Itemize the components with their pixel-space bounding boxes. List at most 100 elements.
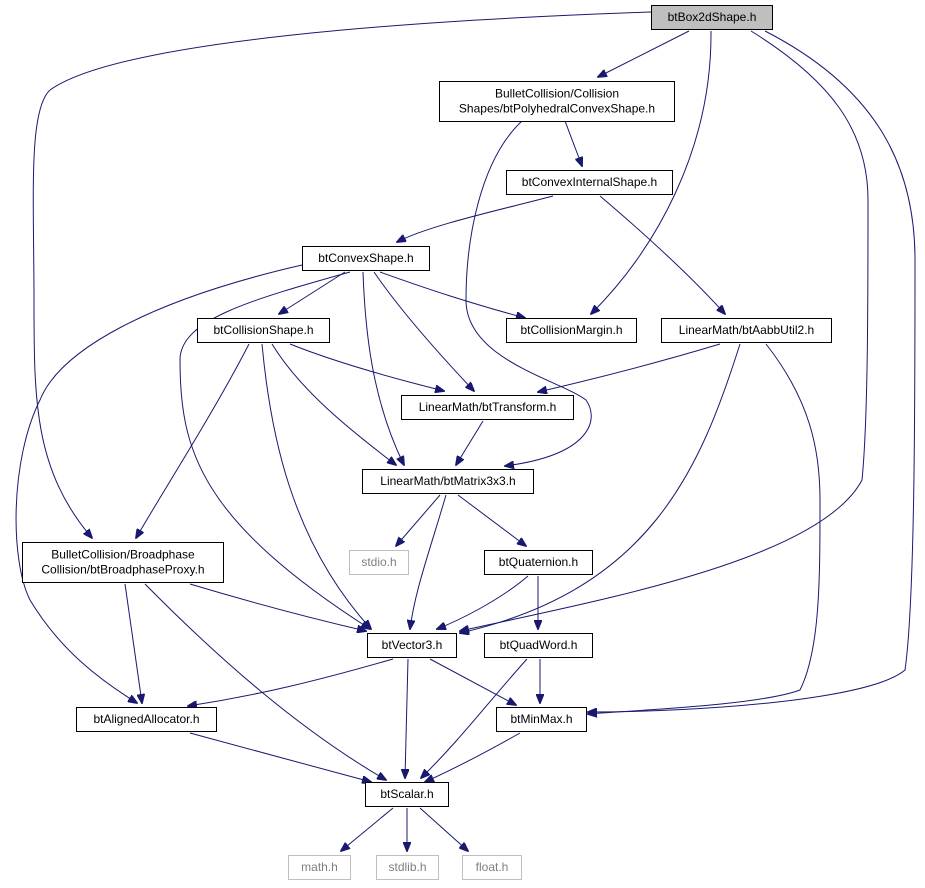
edge-quadword-to-scalar xyxy=(421,658,528,778)
node-margin-box xyxy=(506,318,637,343)
edge-transform-to-matrix xyxy=(456,420,484,465)
edge-convint-to-aabb xyxy=(599,195,725,314)
edge-convex-to-matrix xyxy=(362,271,404,465)
edge-vector-to-minmax xyxy=(429,658,516,705)
node-stdio: stdio.h xyxy=(349,550,409,575)
node-float: float.h xyxy=(462,855,522,880)
node-convint[interactable]: btConvexInternalShape.h xyxy=(506,170,673,195)
edge-collshape-to-transform xyxy=(289,343,444,391)
edge-collshape-to-matrix xyxy=(271,343,396,465)
edge-convex-to-vector xyxy=(179,271,370,629)
node-collshape-label: btCollisionShape.h xyxy=(213,323,313,337)
edge-quat-to-vector xyxy=(437,575,529,629)
node-proxy-label: Collision/btBroadphaseProxy.h xyxy=(41,563,204,577)
node-transform[interactable]: LinearMath/btTransform.h xyxy=(401,395,574,420)
node-root: btBox2dShape.h xyxy=(651,5,773,30)
node-scalar[interactable]: btScalar.h xyxy=(365,782,449,807)
node-vector[interactable]: btVector3.h xyxy=(367,633,457,658)
node-poly[interactable]: BulletCollision/CollisionShapes/btPolyhe… xyxy=(439,81,675,122)
node-matrix-box xyxy=(362,469,534,494)
node-math: math.h xyxy=(288,855,351,880)
node-stdio-label: stdio.h xyxy=(361,555,396,569)
node-poly-box xyxy=(439,81,675,122)
node-poly-label: Shapes/btPolyhedralConvexShape.h xyxy=(459,102,655,116)
node-transform-box xyxy=(401,395,574,420)
node-poly-label: BulletCollision/Collision xyxy=(495,87,619,101)
edge-matrix-to-quat xyxy=(457,494,526,546)
node-root-box xyxy=(651,5,773,30)
node-stdio-box xyxy=(349,550,409,575)
node-math-box xyxy=(288,855,351,880)
edge-scalar-to-math xyxy=(341,807,394,851)
edge-proxy-to-vector xyxy=(189,583,366,631)
node-margin-label: btCollisionMargin.h xyxy=(520,323,622,337)
node-aabb[interactable]: LinearMath/btAabbUtil2.h xyxy=(661,318,832,343)
node-proxy-box xyxy=(22,542,224,583)
node-quadword-label: btQuadWord.h xyxy=(500,638,578,652)
node-scalar-label: btScalar.h xyxy=(380,787,433,801)
edge-poly-to-matrix xyxy=(465,120,592,466)
node-quadword[interactable]: btQuadWord.h xyxy=(484,633,593,658)
node-float-box xyxy=(462,855,522,880)
edge-scalar-to-float xyxy=(419,807,468,851)
node-quadword-box xyxy=(484,633,593,658)
edge-root-to-minmax xyxy=(588,30,916,712)
node-vector-box xyxy=(367,633,457,658)
node-vector-label: btVector3.h xyxy=(382,638,443,652)
dependency-edges xyxy=(15,11,916,851)
node-aabb-box xyxy=(661,318,832,343)
node-aligned-box xyxy=(76,707,217,732)
node-quat-label: btQuaternion.h xyxy=(499,555,578,569)
node-stdlib: stdlib.h xyxy=(376,855,439,880)
edge-root-to-vector xyxy=(460,30,869,631)
edge-minmax-to-scalar xyxy=(425,732,521,782)
node-aligned[interactable]: btAlignedAllocator.h xyxy=(76,707,217,732)
node-quat[interactable]: btQuaternion.h xyxy=(484,550,593,575)
edge-convex-to-collshape xyxy=(279,271,346,314)
edge-collshape-to-proxy xyxy=(136,343,250,538)
edge-vector-to-aligned xyxy=(188,658,394,706)
edge-convex-to-margin xyxy=(379,271,525,318)
edge-collshape-to-vector xyxy=(261,343,371,629)
node-matrix[interactable]: LinearMath/btMatrix3x3.h xyxy=(362,469,534,494)
node-root-label: btBox2dShape.h xyxy=(668,10,757,24)
node-aligned-label: btAlignedAllocator.h xyxy=(93,712,199,726)
node-proxy-label: BulletCollision/Broadphase xyxy=(51,548,195,562)
node-convex-label: btConvexShape.h xyxy=(318,251,413,265)
node-minmax-label: btMinMax.h xyxy=(510,712,572,726)
edge-root-to-proxy xyxy=(32,11,652,538)
edge-convex-to-aligned xyxy=(15,264,303,703)
node-stdlib-label: stdlib.h xyxy=(388,860,426,874)
node-collshape-box xyxy=(197,318,330,343)
node-transform-label: LinearMath/btTransform.h xyxy=(419,400,557,414)
node-quat-box xyxy=(484,550,593,575)
edge-convint-to-convex xyxy=(397,195,554,242)
edge-poly-to-convint xyxy=(564,120,582,166)
edge-proxy-to-aligned xyxy=(124,583,142,703)
edge-proxy-to-scalar xyxy=(144,583,386,780)
node-margin[interactable]: btCollisionMargin.h xyxy=(506,318,637,343)
node-minmax-box xyxy=(496,707,587,732)
node-proxy[interactable]: BulletCollision/BroadphaseCollision/btBr… xyxy=(22,542,224,583)
edge-aabb-to-transform xyxy=(538,343,721,392)
node-aabb-label: LinearMath/btAabbUtil2.h xyxy=(679,323,814,337)
edge-aabb-to-minmax xyxy=(588,343,821,714)
node-convex-box xyxy=(302,246,430,271)
edge-matrix-to-stdio xyxy=(396,494,441,546)
edge-aabb-to-vector xyxy=(460,343,741,633)
node-minmax[interactable]: btMinMax.h xyxy=(496,707,587,732)
edge-convex-to-transform xyxy=(373,271,474,391)
edge-aligned-to-scalar xyxy=(189,732,371,782)
node-stdlib-box xyxy=(376,855,439,880)
node-scalar-box xyxy=(365,782,449,807)
edge-matrix-to-vector xyxy=(410,494,447,629)
node-convint-label: btConvexInternalShape.h xyxy=(522,175,657,189)
node-float-label: float.h xyxy=(476,860,509,874)
node-convex[interactable]: btConvexShape.h xyxy=(302,246,430,271)
edge-root-to-poly xyxy=(598,30,690,77)
node-math-label: math.h xyxy=(301,860,338,874)
node-collshape[interactable]: btCollisionShape.h xyxy=(197,318,330,343)
node-matrix-label: LinearMath/btMatrix3x3.h xyxy=(380,474,515,488)
edge-root-to-margin xyxy=(591,30,712,314)
